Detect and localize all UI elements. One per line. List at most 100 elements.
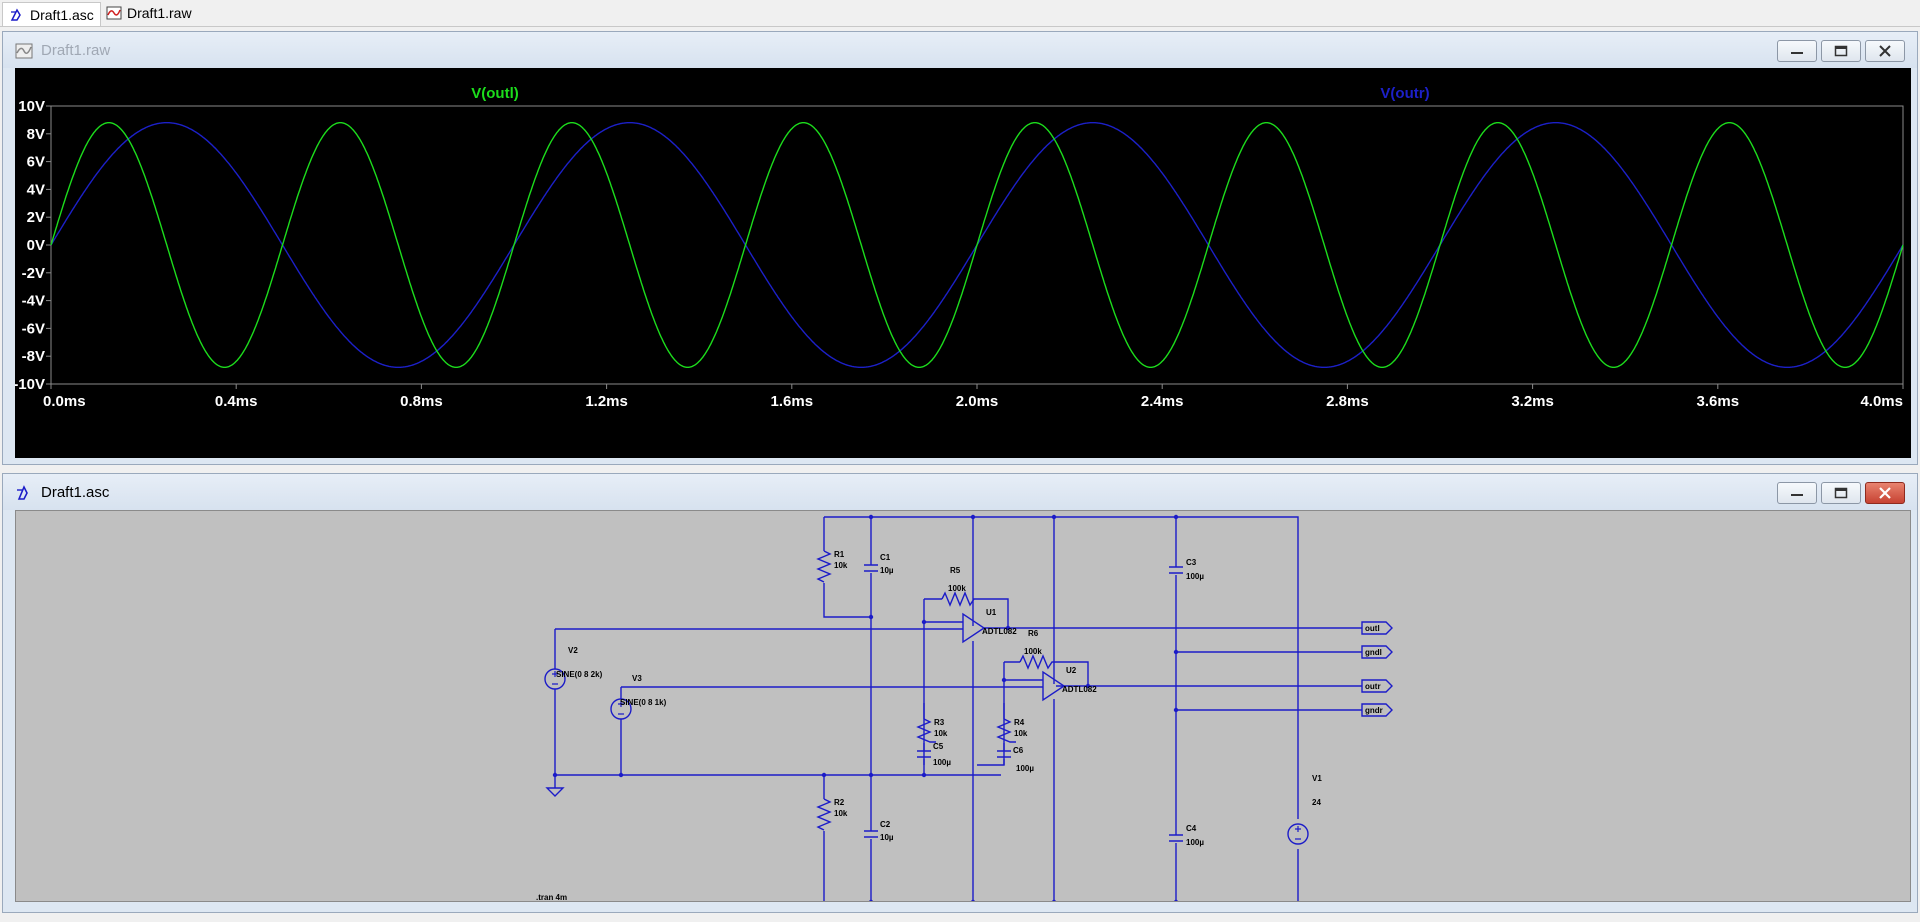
- c2-value: 10µ: [880, 833, 894, 842]
- r1-value: 10k: [834, 561, 848, 570]
- r2-value: 10k: [834, 809, 848, 818]
- wire: [824, 849, 1299, 903]
- waveform-window-titlebar[interactable]: Draft1.raw: [3, 32, 1917, 68]
- wire: [823, 517, 871, 618]
- resistor-symbol: [1019, 654, 1056, 670]
- u2-value: ADTL082: [1062, 685, 1097, 694]
- close-icon: [1879, 45, 1891, 57]
- plus-sign: [1295, 826, 1301, 840]
- wire: [984, 627, 1362, 711]
- net-label-gndr: gndr: [1365, 706, 1383, 715]
- u1-name: U1: [986, 608, 997, 617]
- plus-sign: [552, 671, 558, 685]
- y-tick-label: 0V: [27, 237, 45, 254]
- legend-label[interactable]: V(outr): [1380, 85, 1429, 102]
- r6-value: 100k: [1024, 647, 1042, 656]
- r5-value: 100k: [948, 584, 966, 593]
- tab-label: Draft1.raw: [127, 5, 192, 21]
- r4-value: 10k: [1014, 729, 1028, 738]
- x-tick-label: 2.0ms: [956, 393, 999, 410]
- r3-name: R3: [934, 718, 945, 727]
- close-button[interactable]: [1865, 482, 1905, 504]
- capacitor-symbol: [864, 830, 878, 838]
- capacitor-symbol: [1169, 566, 1183, 574]
- y-tick-label: -2V: [22, 265, 45, 282]
- spice-directive[interactable]: .tran 4m: [536, 893, 567, 902]
- resistor-symbol: [816, 798, 832, 831]
- minimize-icon: [1791, 52, 1803, 54]
- r3-value: 10k: [934, 729, 948, 738]
- x-tick-label: 2.8ms: [1326, 393, 1369, 410]
- net-label-gndl: gndl: [1365, 648, 1382, 657]
- maximize-button[interactable]: [1821, 40, 1861, 62]
- tab-draft1-asc[interactable]: Draft1.asc: [2, 2, 101, 26]
- maximize-icon: [1834, 45, 1848, 57]
- capacitor-symbol: [997, 750, 1011, 758]
- u1-value: ADTL082: [982, 627, 1017, 636]
- capacitor-symbol: [1169, 834, 1183, 842]
- net-flag: [1361, 645, 1393, 659]
- schematic-drawing[interactable]: R1 10k R2 10k R3 10k R4 10k R5 100k R6 1…: [16, 511, 1910, 905]
- ground-symbol: [545, 787, 565, 797]
- x-tick-label: 1.6ms: [771, 393, 814, 410]
- y-tick-label: 4V: [27, 181, 45, 198]
- x-tick-label: 2.4ms: [1141, 393, 1184, 410]
- v3-value: SINE(0 8 1k): [620, 698, 667, 707]
- net-flag: [1361, 621, 1393, 635]
- y-tick-label: -10V: [15, 376, 45, 393]
- c6-name: C6: [1013, 746, 1024, 755]
- x-tick-label: 0.8ms: [400, 393, 443, 410]
- c3-value: 100µ: [1186, 572, 1204, 581]
- wire: [977, 703, 1005, 766]
- capacitor-symbol: [917, 750, 931, 758]
- maximize-button[interactable]: [1821, 482, 1861, 504]
- tab-label: Draft1.asc: [30, 6, 94, 23]
- legend-label[interactable]: V(outl): [471, 85, 518, 102]
- resistor-symbol: [816, 550, 832, 583]
- c4-name: C4: [1186, 824, 1197, 833]
- voltage-source-symbol: [1287, 823, 1309, 845]
- close-button[interactable]: [1865, 40, 1905, 62]
- net-flag: [1361, 703, 1393, 717]
- wire: [554, 628, 963, 775]
- c3-name: C3: [1186, 558, 1197, 567]
- c1-name: C1: [880, 553, 891, 562]
- v1-name: V1: [1312, 774, 1322, 783]
- window-title: Draft1.asc: [41, 484, 110, 501]
- voltage-source-symbol: [544, 668, 566, 690]
- r5-name: R5: [950, 566, 961, 575]
- waveform-icon: [106, 5, 122, 21]
- plus-sign: [618, 701, 624, 715]
- minimize-button[interactable]: [1777, 40, 1817, 62]
- net-label-outr: outr: [1365, 682, 1381, 691]
- x-tick-label: 0.4ms: [215, 393, 258, 410]
- wire: [620, 686, 1043, 775]
- y-tick-label: 6V: [27, 154, 45, 171]
- capacitor-symbol: [864, 564, 878, 572]
- maximize-icon: [1834, 487, 1848, 499]
- schematic-window-titlebar[interactable]: Draft1.asc: [3, 474, 1917, 510]
- r1-name: R1: [834, 550, 845, 559]
- voltage-source-symbol: [610, 698, 632, 720]
- v1-value: 24: [1312, 798, 1321, 807]
- net-label-outl: outl: [1365, 624, 1380, 633]
- waveform-icon: [15, 42, 33, 60]
- c5-name: C5: [933, 742, 944, 751]
- v2-name: V2: [568, 646, 578, 655]
- c2-name: C2: [880, 820, 891, 829]
- net-flag: [1361, 679, 1393, 693]
- opamp-symbol: [1042, 670, 1066, 702]
- y-tick-label: -8V: [22, 348, 45, 365]
- minimize-button[interactable]: [1777, 482, 1817, 504]
- y-tick-label: -6V: [22, 320, 45, 337]
- x-tick-label: 3.2ms: [1511, 393, 1554, 410]
- v2-value: SINE(0 8 2k): [556, 670, 603, 679]
- y-tick-label: 10V: [18, 98, 45, 115]
- schematic-canvas[interactable]: R1 10k R2 10k R3 10k R4 10k R5 100k R6 1…: [15, 510, 1911, 905]
- document-tab-bar: Draft1.asc Draft1.raw: [0, 0, 1920, 27]
- r4-name: R4: [1014, 718, 1025, 727]
- tab-draft1-raw[interactable]: Draft1.raw: [100, 2, 198, 24]
